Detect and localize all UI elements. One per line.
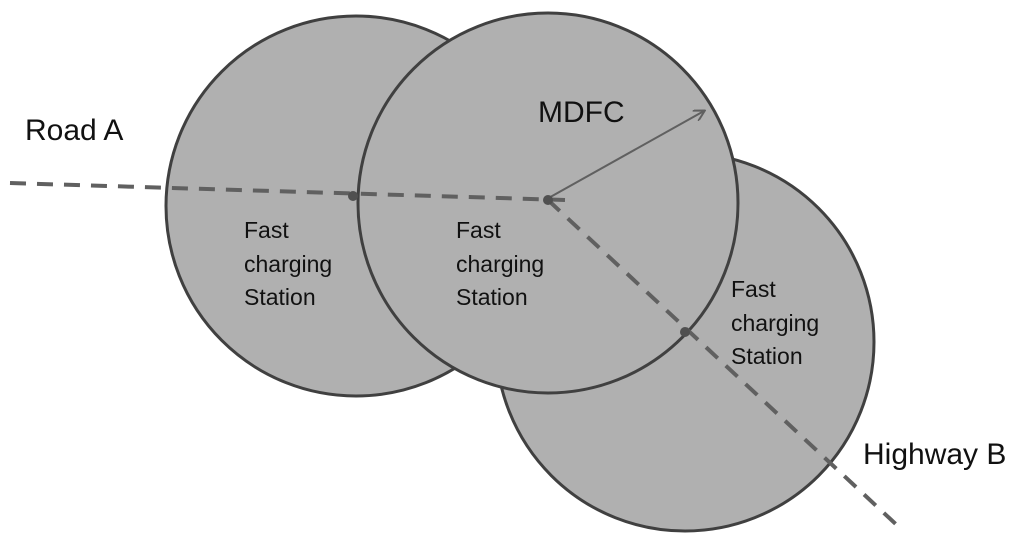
station-left-line3: Station — [244, 284, 316, 310]
road-a-line — [9, 181, 566, 202]
highway-b-label: Highway B — [863, 438, 1006, 471]
station-right-line2: charging — [731, 310, 819, 336]
station-right-line1: Fast — [731, 276, 776, 302]
station-right-line3: Station — [731, 343, 803, 369]
station-point-right — [680, 327, 690, 337]
station-center-line1: Fast — [456, 217, 501, 243]
mdfc-label: MDFC — [538, 96, 625, 129]
station-center-line2: charging — [456, 251, 544, 277]
station-center-line3: Station — [456, 284, 528, 310]
station-point-center — [543, 195, 553, 205]
station-left-line2: charging — [244, 251, 332, 277]
station-left-line1: Fast — [244, 217, 289, 243]
mdfc-radius-arrow — [544, 111, 704, 201]
station-point-left — [348, 191, 358, 201]
road-a-label: Road A — [25, 114, 123, 147]
